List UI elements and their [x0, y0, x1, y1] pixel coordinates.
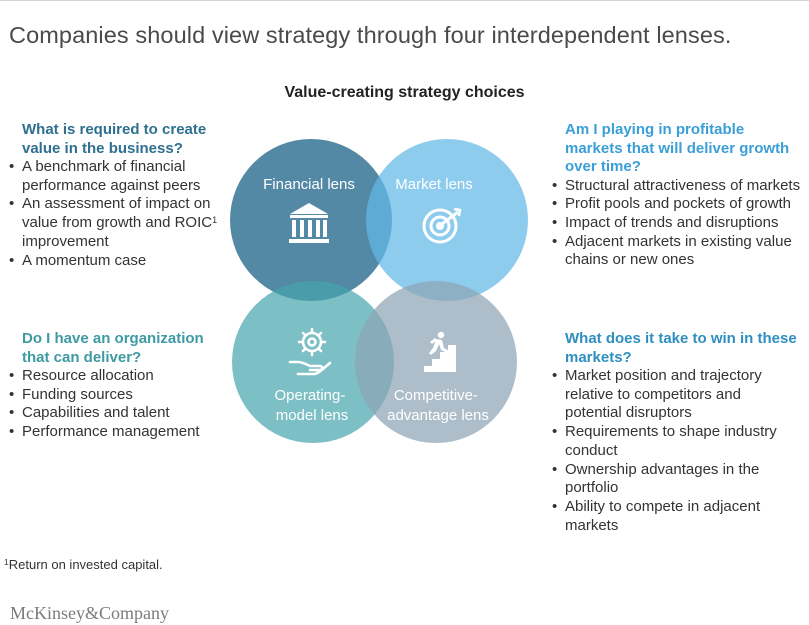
list-item: Structural attractiveness of markets	[551, 177, 801, 196]
competitive-advantage-lens-question: What does it take to win in these market…	[565, 330, 797, 366]
list-item: Requirements to shape industry conduct	[551, 423, 801, 460]
runner-stairs-icon	[424, 331, 456, 372]
footnote: 1Return on invested capital.	[4, 557, 163, 572]
list-item-text: An assessment of impact on value from gr…	[22, 195, 213, 232]
target-icon	[422, 207, 462, 244]
list-item: Capabilities and talent	[8, 404, 228, 423]
market-lens-panel: Am I playing in profitable markets that …	[551, 121, 801, 270]
financial-lens-list: A benchmark of financial performance aga…	[8, 158, 228, 270]
operating-model-lens-label: Operating- model lens	[274, 387, 349, 424]
list-item: Profit pools and pockets of growth	[551, 195, 801, 214]
diagram-subtitle: Value-creating strategy choices	[284, 84, 525, 101]
operating-model-lens-circle	[232, 281, 394, 443]
operating-model-lens-list: Resource allocation Funding sources Capa…	[8, 367, 228, 442]
list-item: An assessment of impact on value from gr…	[8, 195, 228, 251]
footnote-text: Return on invested capital.	[8, 557, 163, 572]
market-lens-question: Am I playing in profitable markets that …	[565, 121, 790, 175]
list-item: Market position and trajectory relative …	[551, 367, 801, 423]
list-item-text-cont: improvement	[22, 232, 109, 250]
footnote-reference: 1	[212, 215, 218, 226]
list-item: Adjacent markets in existing value chain…	[551, 233, 801, 270]
operating-model-lens-panel: Do I have an organization that can deliv…	[8, 330, 228, 442]
page-title: Companies should view strategy through f…	[9, 22, 732, 48]
top-divider	[0, 0, 809, 1]
list-item: Resource allocation	[8, 367, 228, 386]
market-lens-list: Structural attractiveness of markets Pro…	[551, 177, 801, 271]
list-item: A momentum case	[8, 252, 228, 271]
list-item: Ownership advantages in the portfolio	[551, 461, 801, 498]
footnote-mark: 1	[4, 557, 9, 567]
list-item: Performance management	[8, 423, 228, 442]
mckinsey-logo: McKinsey&Company	[10, 603, 169, 623]
financial-lens-question: What is required to create value in the …	[22, 121, 207, 157]
financial-lens-panel: What is required to create value in the …	[8, 121, 228, 270]
gear-hand-icon	[288, 327, 332, 376]
four-lens-venn-diagram: Financial lens Market lens Operating- mo…	[230, 139, 528, 443]
bank-building-icon	[289, 203, 329, 243]
operating-model-lens-question: Do I have an organization that can deliv…	[22, 330, 204, 366]
market-lens-label: Market lens	[395, 176, 473, 193]
list-item: Ability to compete in adjacent markets	[551, 498, 801, 535]
list-item: Funding sources	[8, 386, 228, 405]
competitive-advantage-lens-label: Competitive- advantage lens	[387, 387, 489, 424]
financial-lens-label: Financial lens	[263, 176, 355, 193]
competitive-advantage-lens-list: Market position and trajectory relative …	[551, 367, 801, 535]
competitive-advantage-lens-panel: What does it take to win in these market…	[551, 330, 801, 535]
list-item: Impact of trends and disruptions	[551, 214, 801, 233]
list-item: A benchmark of financial performance aga…	[8, 158, 228, 195]
